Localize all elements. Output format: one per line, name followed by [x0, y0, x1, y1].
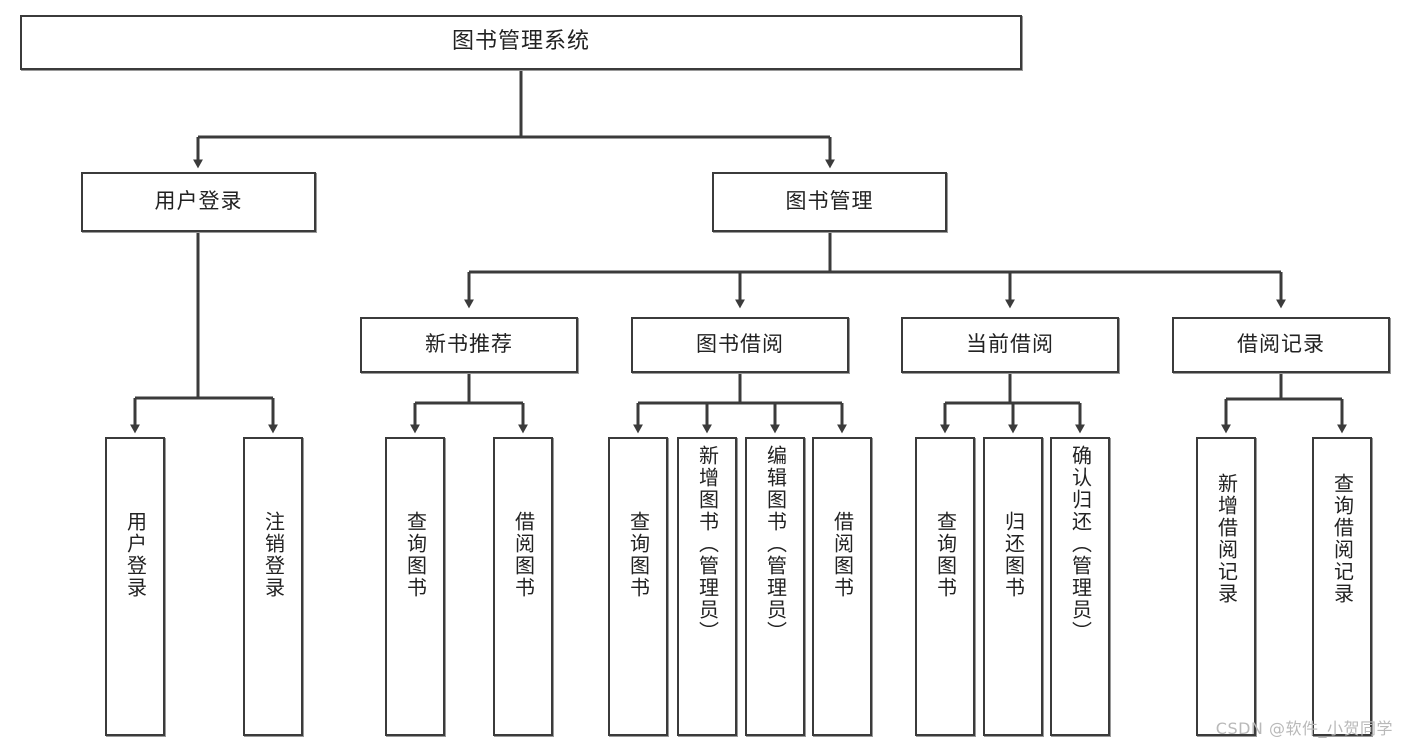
leaf-query-book-2-label: 查询图书 — [626, 511, 651, 599]
leaf-return-book-label: 归还图书 — [1001, 511, 1026, 599]
leaf-user-login-label: 用户登录 — [123, 511, 148, 599]
node-book-borrow-label: 图书借阅 — [696, 332, 784, 357]
leaf-query-book-2[interactable]: 查询图书 — [608, 437, 668, 736]
node-current-borrow-label: 当前借阅 — [966, 332, 1054, 357]
node-book-borrow[interactable]: 图书借阅 — [631, 317, 849, 373]
leaf-query-book-1[interactable]: 查询图书 — [385, 437, 445, 736]
leaf-add-record-label: 新增借阅记录 — [1214, 473, 1239, 605]
node-book-manage-label: 图书管理 — [785, 189, 874, 214]
node-root-label: 图书管理系统 — [451, 29, 590, 55]
leaf-query-book-1-label: 查询图书 — [403, 511, 428, 599]
leaf-return-book[interactable]: 归还图书 — [983, 437, 1043, 736]
leaf-query-book-3[interactable]: 查询图书 — [915, 437, 975, 736]
node-book-manage[interactable]: 图书管理 — [712, 172, 947, 232]
leaf-edit-book[interactable]: 编辑图书（管理员） — [745, 437, 805, 736]
leaf-confirm-return[interactable]: 确认归还（管理员） — [1050, 437, 1110, 736]
node-borrow-record[interactable]: 借阅记录 — [1172, 317, 1390, 373]
leaf-query-book-3-label: 查询图书 — [933, 511, 958, 599]
leaf-borrow-book-1-label: 借阅图书 — [511, 511, 536, 599]
node-new-book-recommend[interactable]: 新书推荐 — [360, 317, 578, 373]
leaf-query-record-label: 查询借阅记录 — [1330, 473, 1355, 605]
leaf-borrow-book-2[interactable]: 借阅图书 — [812, 437, 872, 736]
leaf-logout[interactable]: 注销登录 — [243, 437, 303, 736]
node-root[interactable]: 图书管理系统 — [20, 15, 1022, 70]
leaf-borrow-book-2-label: 借阅图书 — [830, 511, 855, 599]
node-user-login-label: 用户登录 — [154, 189, 243, 214]
leaf-user-login[interactable]: 用户登录 — [105, 437, 165, 736]
leaf-add-book-label: 新增图书（管理员） — [695, 445, 720, 643]
node-current-borrow[interactable]: 当前借阅 — [901, 317, 1119, 373]
leaf-borrow-book-1[interactable]: 借阅图书 — [493, 437, 553, 736]
node-user-login[interactable]: 用户登录 — [81, 172, 316, 232]
node-borrow-record-label: 借阅记录 — [1237, 332, 1325, 357]
leaf-logout-label: 注销登录 — [261, 511, 286, 599]
csdn-watermark: CSDN @软件_小贺同学 — [1215, 719, 1393, 738]
leaf-edit-book-label: 编辑图书（管理员） — [763, 445, 788, 643]
leaf-add-book[interactable]: 新增图书（管理员） — [677, 437, 737, 736]
node-new-book-recommend-label: 新书推荐 — [425, 332, 513, 357]
leaf-confirm-return-label: 确认归还（管理员） — [1068, 445, 1093, 643]
leaf-query-record[interactable]: 查询借阅记录 — [1312, 437, 1372, 736]
leaf-add-record[interactable]: 新增借阅记录 — [1196, 437, 1256, 736]
